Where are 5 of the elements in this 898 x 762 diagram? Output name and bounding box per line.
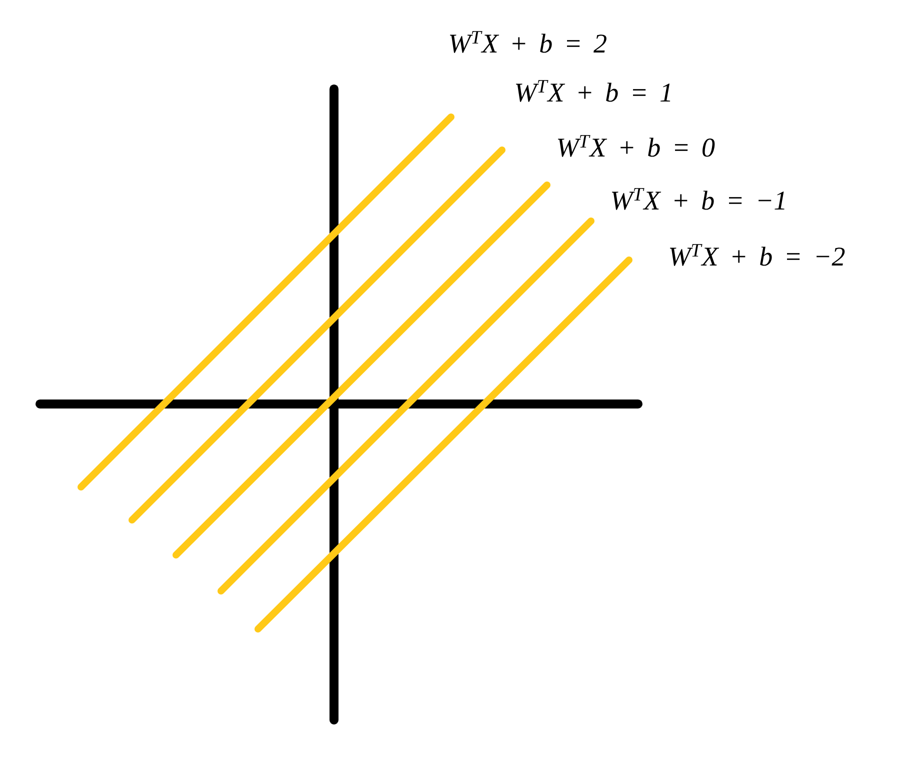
equation-label: W$^{T}$X + b = −1 xyxy=(612,188,784,210)
equation-label: W$^{T}$X + b = −2 xyxy=(670,244,845,266)
equation-label: W$^{T}$X + b = 2 xyxy=(450,31,606,53)
equation-label: W$^{T}$X + b = 1 xyxy=(516,80,670,102)
equation-label: W$^{T}$X + b = 0 xyxy=(558,135,715,157)
